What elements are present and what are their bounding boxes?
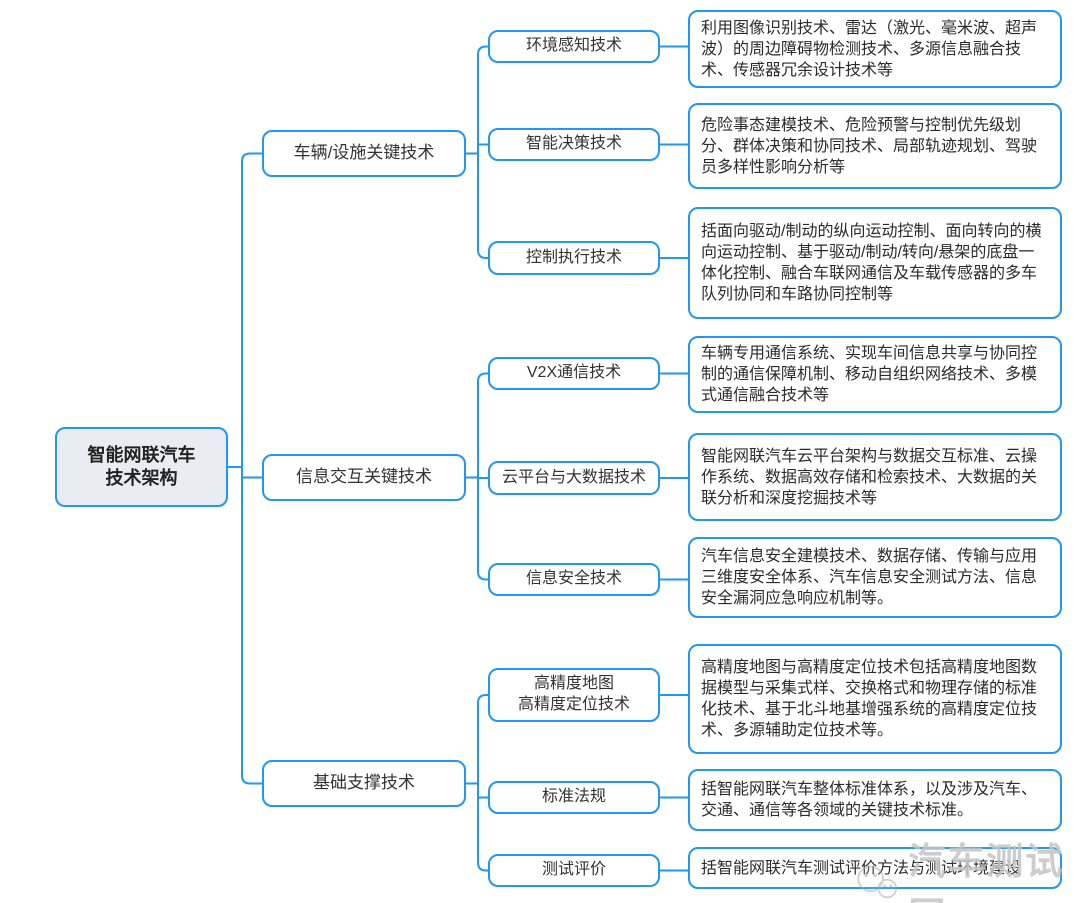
topic-label: 环境感知技术 xyxy=(525,37,622,55)
root-label: 智能网联汽车 技术架构 xyxy=(87,444,196,488)
topic-label: 标准法规 xyxy=(541,788,606,806)
trunk-main xyxy=(227,152,263,785)
desc-text: 智能网联汽车云平台架构与数据交互标准、云操作系统、数据高效存储和检索技术、大数据… xyxy=(701,447,1038,507)
topic-label: 高精度地图 高精度定位技术 xyxy=(517,675,630,713)
desc-text: 汽车信息安全建模技术、数据存储、传输与应用三维度安全体系、汽车信息安全测试方法、… xyxy=(701,548,1038,607)
desc-text: 危险事态建模技术、危险预警与控制优先级划分、群体决策和协同技术、局部轨迹规划、驾… xyxy=(701,116,1038,176)
desc-text: 括智能网联汽车测试评价方法与测试环境建设 xyxy=(701,859,1022,877)
desc-node-hd-map-positioning[interactable]: 高精度地图与高精度定位技术包括高精度地图数据模型与采集式样、交换格式和物理存储的… xyxy=(688,644,1062,754)
topic-label: 智能决策技术 xyxy=(525,135,622,153)
topic-label: 测试评价 xyxy=(541,861,606,879)
desc-text: 车辆专用通信系统、实现车间信息共享与协同控制的通信保障机制、移动自组织网络技术、… xyxy=(701,345,1038,404)
link-topic-desc xyxy=(659,45,689,872)
branch-node-info-interaction[interactable]: 信息交互关键技术 xyxy=(262,454,466,501)
desc-node-environment-perception[interactable]: 利用图像识别技术、雷达（激光、毫米波、超声波）的周边障碍物检测技术、多源信息融合… xyxy=(688,10,1062,88)
branch-label: 信息交互关键技术 xyxy=(296,467,432,487)
desc-text: 括面向驱动/制动的纵向运动控制、面向转向的横向运动控制、基于驱动/制动/转向/悬… xyxy=(701,223,1042,303)
trunk-branch-2 xyxy=(465,372,489,581)
branch-label: 车辆/设施关键技术 xyxy=(293,143,435,163)
topic-label: V2X通信技术 xyxy=(526,364,622,382)
topic-label: 信息安全技术 xyxy=(525,570,622,588)
branch-node-basic-support[interactable]: 基础支撑技术 xyxy=(262,760,466,807)
desc-text: 高精度地图与高精度定位技术包括高精度地图数据模型与采集式样、交换格式和物理存储的… xyxy=(701,659,1038,739)
desc-text: 利用图像识别技术、雷达（激光、毫米波、超声波）的周边障碍物检测技术、多源信息融合… xyxy=(701,19,1038,79)
desc-node-control-execution[interactable]: 括面向驱动/制动的纵向运动控制、面向转向的横向运动控制、基于驱动/制动/转向/悬… xyxy=(688,207,1062,319)
topic-node-v2x-communication[interactable]: V2X通信技术 xyxy=(488,357,660,390)
desc-node-info-security[interactable]: 汽车信息安全建模技术、数据存储、传输与应用三维度安全体系、汽车信息安全测试方法、… xyxy=(688,537,1062,618)
topic-node-cloud-bigdata[interactable]: 云平台与大数据技术 xyxy=(488,461,660,495)
desc-node-cloud-bigdata[interactable]: 智能网联汽车云平台架构与数据交互标准、云操作系统、数据高效存储和检索技术、大数据… xyxy=(688,433,1062,521)
branch-node-vehicle-facility[interactable]: 车辆/设施关键技术 xyxy=(262,130,466,177)
desc-node-standards-regulations[interactable]: 括智能网联汽车整体标准体系，以及涉及汽车、交通、通信等各领域的关键技术标准。 xyxy=(688,769,1062,831)
root-node[interactable]: 智能网联汽车 技术架构 xyxy=(55,427,228,507)
topic-label: 云平台与大数据技术 xyxy=(501,468,646,486)
desc-node-test-evaluation[interactable]: 括智能网联汽车测试评价方法与测试环境建设 xyxy=(688,847,1062,889)
desc-text: 括智能网联汽车整体标准体系，以及涉及汽车、交通、通信等各领域的关键技术标准。 xyxy=(701,781,1038,819)
desc-node-intelligent-decision[interactable]: 危险事态建模技术、危险预警与控制优先级划分、群体决策和协同技术、局部轨迹规划、驾… xyxy=(688,103,1062,189)
topic-node-hd-map-positioning[interactable]: 高精度地图 高精度定位技术 xyxy=(488,668,660,722)
topic-node-test-evaluation[interactable]: 测试评价 xyxy=(488,854,660,887)
topic-label: 控制执行技术 xyxy=(525,248,622,266)
trunk-branch-1 xyxy=(465,45,489,259)
topic-node-control-execution[interactable]: 控制执行技术 xyxy=(488,241,660,275)
trunk-branch-3 xyxy=(465,694,489,872)
topic-node-intelligent-decision[interactable]: 智能决策技术 xyxy=(488,128,660,161)
topic-node-standards-regulations[interactable]: 标准法规 xyxy=(488,781,660,814)
branch-label: 基础支撑技术 xyxy=(313,773,415,793)
desc-node-v2x-communication[interactable]: 车辆专用通信系统、实现车间信息共享与协同控制的通信保障机制、移动自组织网络技术、… xyxy=(688,336,1062,413)
topic-node-info-security[interactable]: 信息安全技术 xyxy=(488,563,660,596)
topic-node-environment-perception[interactable]: 环境感知技术 xyxy=(488,30,660,63)
